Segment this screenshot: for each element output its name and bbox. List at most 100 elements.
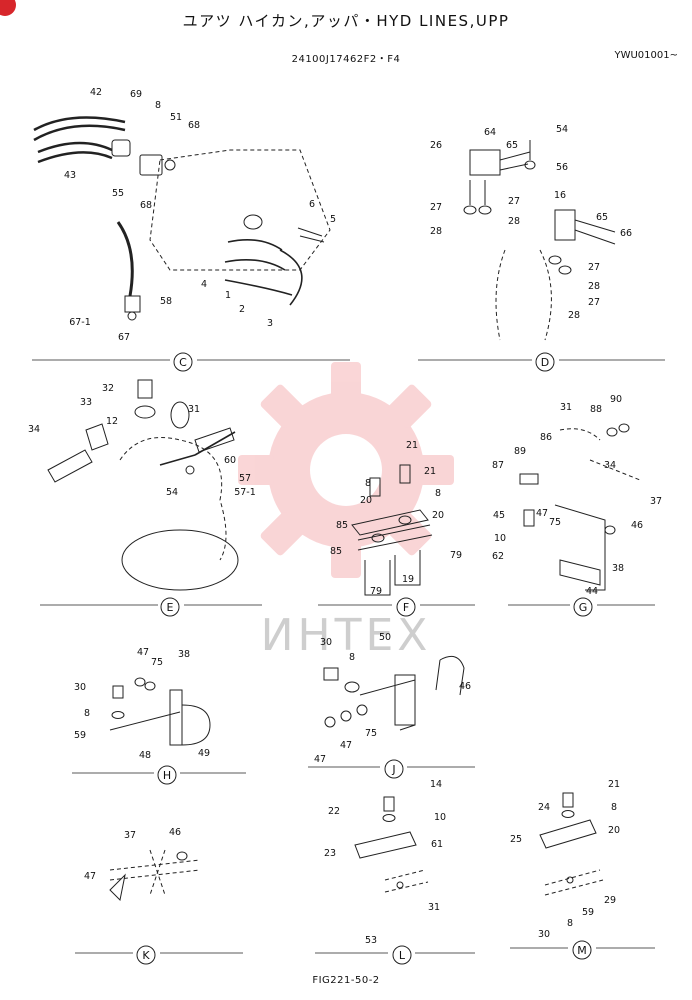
section-letter: M xyxy=(577,944,587,957)
part-label-g: 87 xyxy=(492,460,504,471)
section-marker-h: H xyxy=(157,765,177,785)
part-label-d: 27 xyxy=(508,196,520,207)
part-label-m: 30 xyxy=(538,929,550,940)
part-label-c: 2 xyxy=(239,304,245,315)
part-label-f: 21 xyxy=(406,440,418,451)
part-label-j: 47 xyxy=(340,740,352,751)
figure-number: FIG221-50-2 xyxy=(312,975,380,986)
part-label-g: 75 xyxy=(549,517,561,528)
part-label-l: 22 xyxy=(328,806,340,817)
part-label-c: 68 xyxy=(140,200,152,211)
section-c-drawing xyxy=(33,116,331,321)
part-label-d: 56 xyxy=(556,162,568,173)
part-label-g: 45 xyxy=(493,510,505,521)
section-marker-m: M xyxy=(572,940,592,960)
part-label-c: 8 xyxy=(155,100,161,111)
section-letter: L xyxy=(399,949,406,962)
part-label-g: 34 xyxy=(604,460,616,471)
part-label-h: 30 xyxy=(74,682,86,693)
part-label-m: 24 xyxy=(538,802,550,813)
part-label-g: 62 xyxy=(492,551,504,562)
section-letter: K xyxy=(142,949,150,962)
part-label-k: 46 xyxy=(169,827,181,838)
corner-badge xyxy=(0,0,16,16)
serial-range: YWU01001~ xyxy=(614,50,678,61)
part-label-h: 49 xyxy=(198,748,210,759)
part-label-g: 89 xyxy=(514,446,526,457)
part-label-g: 38 xyxy=(612,563,624,574)
part-label-c: 55 xyxy=(112,188,124,199)
part-label-d: 16 xyxy=(554,190,566,201)
part-label-d: 66 xyxy=(620,228,632,239)
section-letter: H xyxy=(163,769,171,782)
section-m-drawing xyxy=(539,792,604,896)
section-marker-f: F xyxy=(396,597,416,617)
part-label-m: 29 xyxy=(604,895,616,906)
part-label-c: 42 xyxy=(90,87,102,98)
part-label-j: 8 xyxy=(349,652,355,663)
part-label-c: 58 xyxy=(160,296,172,307)
part-label-f: 8 xyxy=(435,488,441,499)
part-label-f: 8 xyxy=(365,478,371,489)
part-label-c: 4 xyxy=(201,279,207,290)
section-marker-c: C xyxy=(173,352,193,372)
part-label-k: 37 xyxy=(124,830,136,841)
part-label-d: 28 xyxy=(568,310,580,321)
part-label-g: 90 xyxy=(610,394,622,405)
part-label-e: 57-1 xyxy=(234,487,256,498)
part-label-l: 31 xyxy=(428,902,440,913)
part-label-e: 54 xyxy=(166,487,178,498)
part-label-f: 20 xyxy=(360,495,372,506)
part-label-e: 32 xyxy=(102,383,114,394)
section-marker-j: J xyxy=(384,759,404,779)
part-label-d: 64 xyxy=(484,127,496,138)
section-g-drawing xyxy=(519,423,641,591)
part-label-e: 12 xyxy=(106,416,118,427)
part-label-l: 23 xyxy=(324,848,336,859)
part-label-j: 46 xyxy=(459,681,471,692)
part-label-c: 3 xyxy=(267,318,273,329)
section-marker-d: D xyxy=(535,352,555,372)
section-letter: J xyxy=(391,763,395,776)
part-label-g: 44 xyxy=(586,586,598,597)
part-label-e: 34 xyxy=(28,424,40,435)
section-marker-e: E xyxy=(160,597,180,617)
part-label-f: 20 xyxy=(432,510,444,521)
part-label-f: 79 xyxy=(450,550,462,561)
part-label-d: 65 xyxy=(506,140,518,151)
part-label-d: 54 xyxy=(556,124,568,135)
part-label-m: 20 xyxy=(608,825,620,836)
section-f-drawing xyxy=(351,464,433,596)
part-label-c: 68 xyxy=(188,120,200,131)
section-l-drawing xyxy=(354,796,429,893)
section-letter: C xyxy=(179,356,187,369)
part-label-e: 60 xyxy=(224,455,236,466)
section-letter: D xyxy=(541,356,549,369)
part-label-h: 75 xyxy=(151,657,163,668)
part-label-g: 10 xyxy=(494,533,506,544)
part-label-l: 14 xyxy=(430,779,442,790)
part-label-e: 57 xyxy=(239,473,251,484)
part-label-g: 86 xyxy=(540,432,552,443)
part-label-j: 47 xyxy=(314,754,326,765)
part-label-k: 47 xyxy=(84,871,96,882)
part-label-d: 28 xyxy=(508,216,520,227)
diagram-title: ユアツ ハイカン,アッパ・HYD LINES,UPP xyxy=(182,12,510,30)
part-label-g: 31 xyxy=(560,402,572,413)
part-label-f: 21 xyxy=(424,466,436,477)
watermark-gear-icon xyxy=(238,362,454,578)
section-letter: F xyxy=(403,601,409,614)
part-label-d: 27 xyxy=(430,202,442,213)
part-label-m: 59 xyxy=(582,907,594,918)
part-label-j: 30 xyxy=(320,637,332,648)
part-label-g: 47 xyxy=(536,508,548,519)
part-label-c: 67 xyxy=(118,332,130,343)
section-d-drawing xyxy=(463,140,616,341)
part-label-d: 28 xyxy=(588,281,600,292)
part-label-d: 26 xyxy=(430,140,442,151)
part-label-e: 31 xyxy=(188,404,200,415)
